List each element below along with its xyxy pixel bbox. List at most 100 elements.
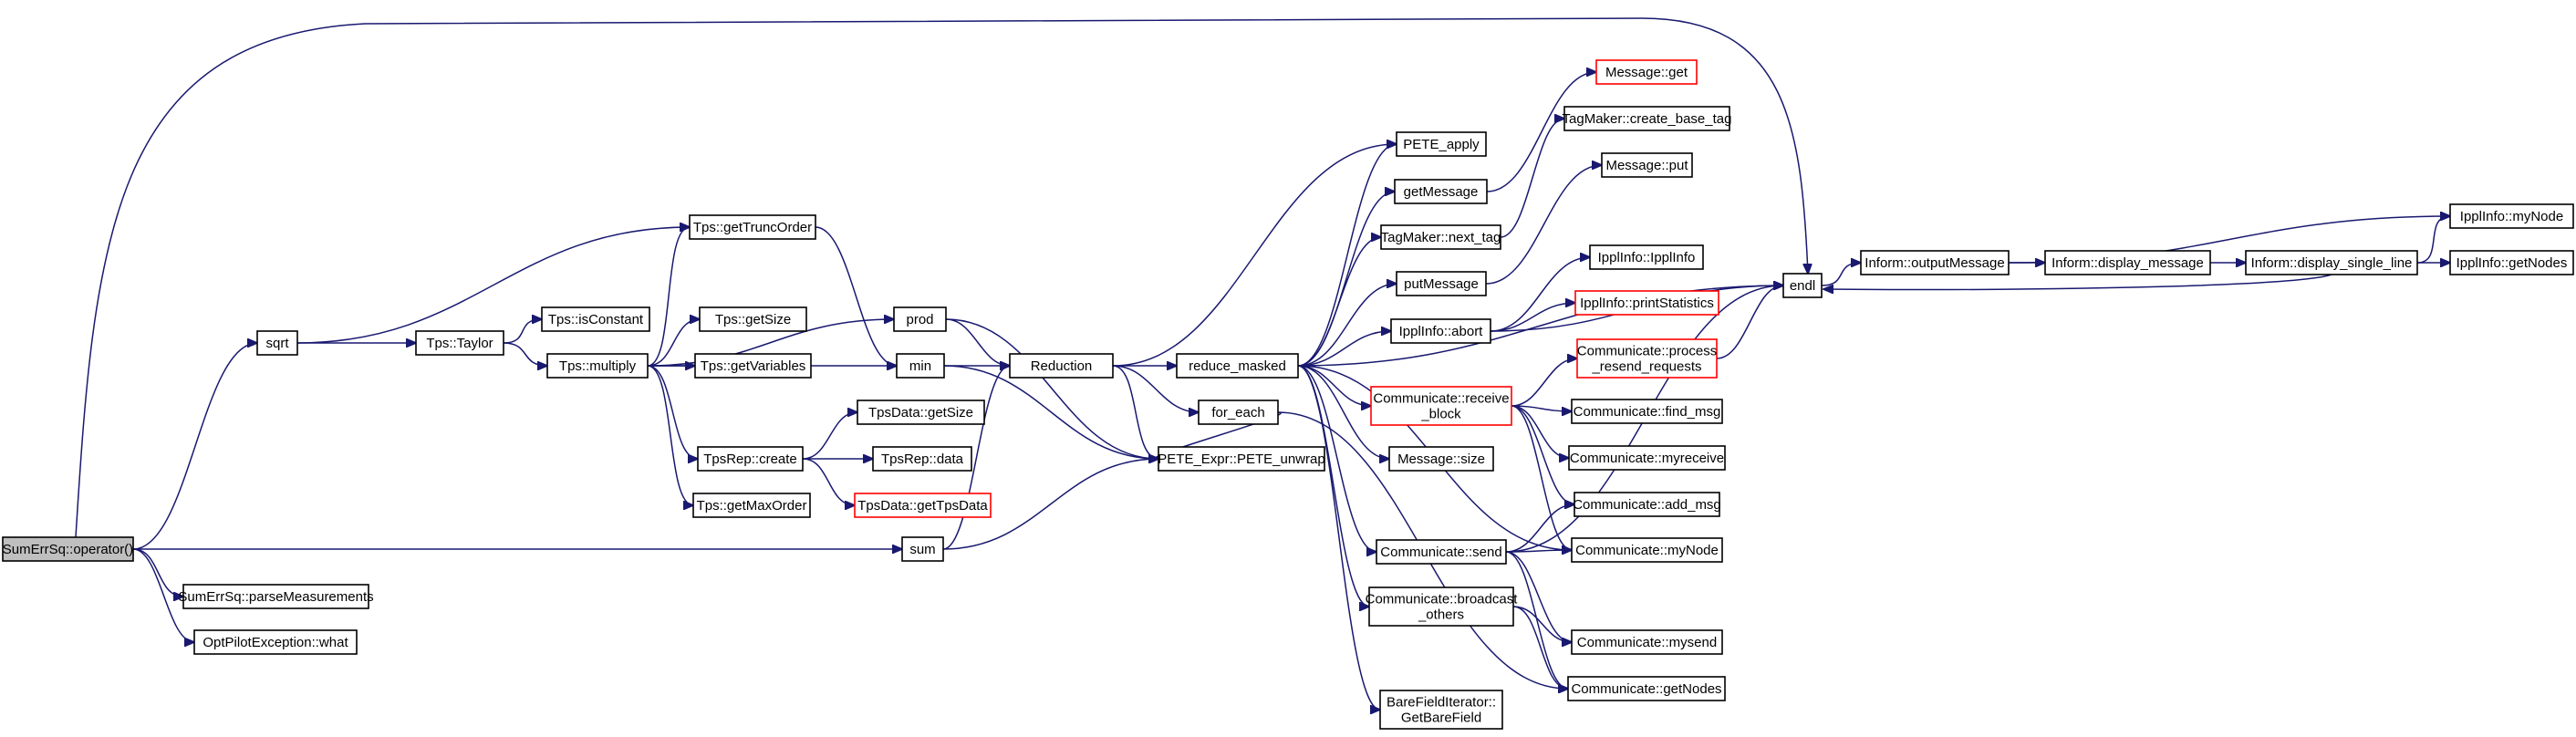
node-printstats[interactable]: IpplInfo::printStatistics [1574,290,1719,316]
node-min[interactable]: min [896,353,945,379]
node-what[interactable]: OptPilotException::what [193,629,358,655]
node-barefield[interactable]: BareFieldIterator::GetBareField [1379,690,1503,730]
node-peteapply[interactable]: PETE_apply [1396,131,1487,157]
edge-repcreate-to-gettpsdata [802,458,855,505]
node-box [1388,446,1494,472]
node-ipplinfo[interactable]: IpplInfo::IpplInfo [1589,244,1704,270]
node-box [1576,338,1718,379]
node-label: Message::size [1397,452,1485,467]
node-maxorder[interactable]: Tps::getMaxOrder [692,493,811,518]
node-repcreate[interactable]: TpsRep::create [697,446,804,472]
node-cgetnodes[interactable]: Communicate::getNodes [1567,676,1726,701]
edge-redmasked-to-nexttag [1297,237,1381,367]
node-igetnodes[interactable]: IpplInfo::getNodes [2449,250,2574,275]
node-addmsg[interactable]: Communicate::add_msg [1573,492,1721,517]
edge-multiply-to-repcreate [647,365,698,459]
node-endl[interactable]: endl [1782,273,1823,298]
edge-redmasked-to-barefield [1297,365,1380,710]
edge-multiply-to-prod [647,319,894,367]
node-box [2449,203,2574,229]
node-label: Communicate::receive [1373,391,1509,407]
node-box [193,629,358,655]
node-label: Communicate::broadcast [1366,592,1519,607]
node-box [1396,131,1487,157]
node-repdata[interactable]: TpsRep::data [872,446,972,472]
node-prod[interactable]: prod [893,306,947,332]
node-findmsg[interactable]: Communicate::find_msg [1571,399,1723,424]
node-getmsg[interactable]: getMessage [1394,179,1488,204]
node-parse[interactable]: SumErrSq::parseMeasurements [178,584,374,609]
node-displine[interactable]: Inform::display_single_line [2245,250,2418,275]
node-label: Inform::outputMessage [1864,255,2004,271]
node-imynode[interactable]: IpplInfo::myNode [2449,203,2574,229]
node-cmynode[interactable]: Communicate::myNode [1571,537,1723,563]
node-box [1368,586,1514,627]
node-box [1601,152,1693,178]
node-reduction[interactable]: Reduction [1009,353,1114,379]
edge-reduction-to-peteapply [1112,144,1397,367]
node-label: IpplInfo::abort [1399,324,1484,339]
node-abort[interactable]: IpplInfo::abort [1390,318,1491,344]
node-redmasked[interactable]: reduce_masked [1176,353,1299,379]
node-box [699,306,807,332]
node-outmsg[interactable]: Inform::outputMessage [1860,250,2010,275]
node-label: Tps::getSize [715,312,791,327]
edge-root-to-parse [132,548,183,597]
edge-trunc-to-min [815,226,897,366]
node-box [1176,353,1299,379]
edge-foreach-to-unwrap [1156,411,1282,459]
node-basetag[interactable]: TagMaker::create_base_tag [1563,106,1732,131]
node-msgget[interactable]: Message::get [1595,59,1698,85]
node-label: Tps::isConstant [548,312,644,327]
node-label: IpplInfo::myNode [2460,209,2563,224]
node-nexttag[interactable]: TagMaker::next_tag [1380,224,1501,250]
node-dispmsg[interactable]: Inform::display_message [2044,250,2211,275]
node-sum[interactable]: sum [901,536,944,562]
node-msgput[interactable]: Message::put [1601,152,1693,178]
node-unwrap[interactable]: PETE_Expr::PETE_unwrap [1158,446,1325,472]
node-label: TpsRep::create [703,452,797,467]
node-box [1379,690,1503,730]
edge-putmsg-to-msgput [1485,165,1602,285]
edge-getmsg-to-msgget [1486,72,1596,192]
node-gettpsdata[interactable]: TpsData::getTpsData [854,493,992,518]
node-datasize[interactable]: TpsData::getSize [857,400,985,425]
edge-displine-to-endl [1823,274,2332,289]
edge-prod-to-unwrap [945,318,1158,459]
node-multiply[interactable]: Tps::multiply [546,353,649,379]
node-box [1158,446,1325,472]
node-box [1571,629,1723,655]
edge-multiply-to-maxorder [647,365,693,505]
edge-multiply-to-trunc [647,227,690,367]
node-label: Message::get [1605,65,1688,80]
node-label: Communicate::mysend [1577,635,1717,650]
node-box [1396,271,1487,296]
node-recvblock[interactable]: Communicate::receive_block [1370,386,1512,426]
node-box [1595,59,1698,85]
node-mysend[interactable]: Communicate::mysend [1571,629,1723,655]
node-root[interactable]: SumErrSq::operator() [2,536,134,562]
node-sqrt[interactable]: sqrt [256,330,298,356]
node-label: SumErrSq::operator() [3,542,133,557]
node-trunc[interactable]: Tps::getTruncOrder [689,214,816,240]
node-foreach[interactable]: for_each [1198,400,1279,425]
node-send[interactable]: Communicate::send [1376,539,1507,565]
node-label: Inform::display_single_line [2251,255,2413,271]
node-msgsize[interactable]: Message::size [1388,446,1494,472]
node-bcast[interactable]: Communicate::broadcast_others [1366,586,1519,627]
node-putmsg[interactable]: putMessage [1396,271,1487,296]
node-label: Message::put [1605,158,1688,173]
edge-redmasked-to-putmsg [1297,284,1397,367]
edge-send-to-addmsg [1505,504,1574,553]
node-isconst[interactable]: Tps::isConstant [541,306,650,332]
node-myreceive[interactable]: Communicate::myreceive [1568,445,1726,471]
node-getvars[interactable]: Tps::getVariables [694,353,812,379]
edge-taylor-to-multiply [503,342,547,366]
node-box [1860,250,2010,275]
node-box [697,446,804,472]
node-resend[interactable]: Communicate::process_resend_requests [1576,338,1718,379]
node-getsize[interactable]: Tps::getSize [699,306,807,332]
node-box [1390,318,1491,344]
node-taylor[interactable]: Tps::Taylor [415,330,504,356]
node-box [2449,250,2574,275]
